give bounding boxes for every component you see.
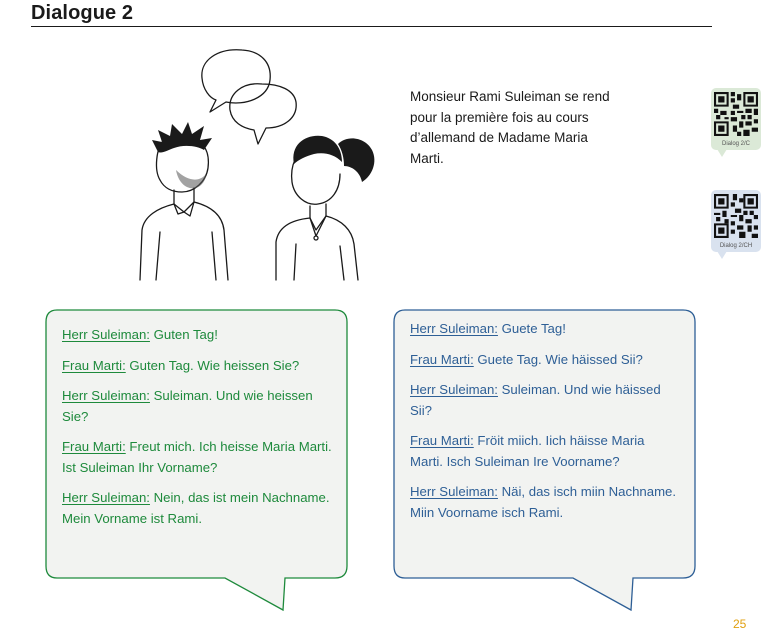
qr-tail (717, 149, 727, 157)
speaker-name: Herr Suleiman: (410, 382, 498, 397)
dialogue-line: Herr Suleiman: Nein, das ist mein Nachna… (62, 488, 332, 529)
dialogue-line: Herr Suleiman: Guete Tag! (410, 319, 680, 340)
qr-code-card-standard[interactable]: Dialog 2/C (711, 88, 761, 157)
line-text: Guten Tag! (149, 327, 218, 342)
speech-bubble-icon-2 (229, 83, 297, 145)
qr-label-standard: Dialog 2/C (721, 141, 750, 147)
dialogue-line: Frau Marti: Freut mich. Ich heisse Maria… (62, 437, 332, 478)
line-text: Fröit miich. Iich häisse Maria Marti. Is… (410, 433, 645, 469)
dialogue-line: Herr Suleiman: Suleiman. Und wie häissed… (410, 380, 680, 421)
speaker-name: Frau Marti: (410, 351, 474, 367)
page-number: 25 (733, 617, 747, 631)
qr-label-swiss: Dialog 2/CH (719, 243, 753, 249)
speaker-name: Herr Suleiman: (410, 484, 498, 499)
dialogue-bubble-swiss: Herr Suleiman: Guete Tag! Frau Marti: Gue… (393, 309, 698, 612)
speech-bubble-icon (201, 49, 271, 113)
dialogue-line: Frau Marti: Guten Tag. Wie heissen Sie? (62, 356, 332, 377)
line-text: Freut mich. Ich heisse Maria Marti. Ist … (62, 439, 332, 475)
line-text: Guten Tag. Wie heissen Sie? (125, 357, 300, 373)
dialogue-illustration (139, 49, 375, 281)
dialogue-line: Herr Suleiman: Näi, das isch miin Nachna… (410, 482, 680, 523)
dialogue-line: Herr Suleiman: Suleiman. Und wie heissen… (62, 386, 332, 427)
dialogue-lines-swiss: Herr Suleiman: Guete Tag! Frau Marti: Gue… (410, 319, 680, 533)
title-rule (31, 26, 712, 27)
dialogue-line: Frau Marti: Guete Tag. Wie häissed Sii? (410, 350, 680, 371)
dialogue-line: Frau Marti: Fröit miich. Iich häisse Mar… (410, 431, 680, 472)
speaker-name: Herr Suleiman: (62, 327, 150, 342)
speaker-name: Herr Suleiman: (410, 321, 498, 336)
qr-code-icon (714, 194, 758, 238)
qr-code-card-swiss[interactable]: Dialog 2/CH (711, 190, 761, 259)
line-text: Guete Tag. Wie häissed Sii? (473, 351, 643, 367)
page-title: Dialogue 2 (31, 2, 134, 24)
line-text: Suleiman. Und wie heissen Sie? (62, 388, 313, 424)
speaker-name: Frau Marti: (62, 357, 126, 373)
intro-text: Monsieur Rami Suleiman se rend pour la p… (410, 89, 610, 166)
line-text: Näi, das isch miin Nachname. Miin Voorna… (410, 484, 677, 520)
speaker-name: Frau Marti: (62, 439, 126, 454)
dialogue-line: Herr Suleiman: Guten Tag! (62, 325, 332, 346)
speaker-name: Herr Suleiman: (62, 490, 150, 505)
line-text: Suleiman. Und wie häissed Sii? (410, 382, 661, 418)
line-text: Nein, das ist mein Nachname. Mein Vornam… (62, 490, 330, 526)
qr-tail (717, 251, 727, 259)
dialogue-bubble-standard: Herr Suleiman: Guten Tag! Frau Marti: Gut… (45, 309, 350, 612)
qr-code-icon (714, 92, 758, 136)
speaker-name: Frau Marti: (410, 433, 474, 448)
line-text: Guete Tag! (497, 321, 566, 336)
speaker-name: Herr Suleiman: (62, 388, 150, 403)
dialogue-lines-standard: Herr Suleiman: Guten Tag! Frau Marti: Gut… (62, 325, 332, 539)
